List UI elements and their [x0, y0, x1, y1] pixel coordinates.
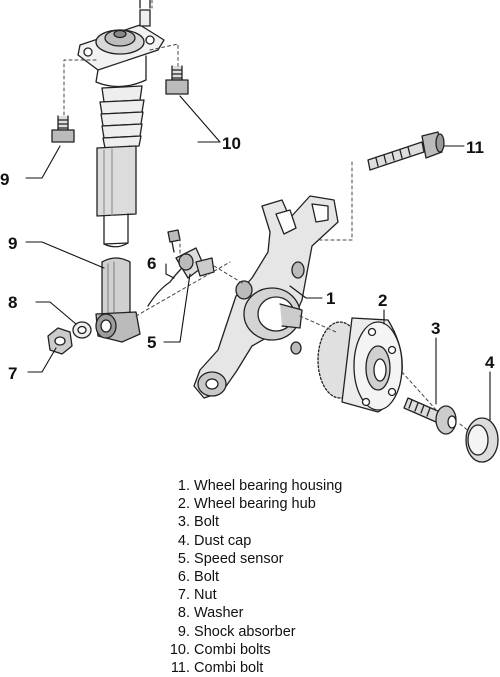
- legend-item: 2. Wheel bearing hub: [177, 496, 316, 513]
- nut: [47, 327, 73, 355]
- callout-1: 1: [326, 289, 335, 308]
- callout-5: 5: [147, 333, 156, 352]
- callout-8: 8: [8, 293, 17, 312]
- callout-9: 9: [8, 234, 17, 253]
- callout-10-left: 9: [0, 170, 9, 189]
- legend-item: 5. Speed sensor: [177, 550, 284, 567]
- exploded-view-diagram: 9 10 11 9 6 8 1 2 5 3 4 7: [0, 0, 499, 463]
- legend-item: 7. Nut: [177, 587, 217, 604]
- combi-bolt-right: [165, 65, 189, 95]
- legend-item: 10. Combi bolts: [169, 641, 271, 658]
- callout-7: 7: [8, 364, 17, 383]
- hub-bolt: [403, 397, 457, 435]
- callout-3: 3: [431, 319, 440, 338]
- combi-bolt-long: [367, 131, 445, 171]
- legend-item: 1. Wheel bearing housing: [177, 478, 343, 494]
- callout-6: 6: [147, 254, 156, 273]
- legend-item: 8. Washer: [177, 605, 244, 622]
- leader-lines: [25, 95, 491, 421]
- callout-11: 11: [466, 138, 484, 157]
- legend-item: 3. Bolt: [177, 514, 220, 531]
- callout-numbers: 9 10 11 9 6 8 1 2 5 3 4 7: [0, 134, 495, 383]
- speed-sensor: [147, 247, 215, 307]
- callout-4: 4: [485, 353, 495, 372]
- sensor-bolt: [167, 229, 181, 253]
- shock-absorber-upper-tube: [96, 145, 137, 248]
- callout-10-right: 10: [222, 134, 241, 153]
- combi-bolt-left: [51, 115, 75, 143]
- legend-item: 4. Dust cap: [177, 532, 252, 549]
- legend-item: 6. Bolt: [177, 569, 220, 586]
- shock-absorber-lower-body: [95, 257, 141, 343]
- strut-top-mount: [77, 0, 165, 88]
- legend-item: 11. Combi bolt: [170, 660, 264, 677]
- bump-stop-bellows: [99, 85, 145, 149]
- washer: [72, 321, 92, 339]
- wheel-bearing-housing: [193, 195, 339, 399]
- callout-2: 2: [378, 291, 387, 310]
- alignment-lines: [63, 0, 471, 433]
- dust-cap: [465, 417, 499, 463]
- legend-item: 9. Shock absorber: [177, 623, 296, 640]
- wheel-bearing-hub: [317, 317, 403, 413]
- parts-legend: 1. Wheel bearing housing 2. Wheel bearin…: [166, 477, 343, 677]
